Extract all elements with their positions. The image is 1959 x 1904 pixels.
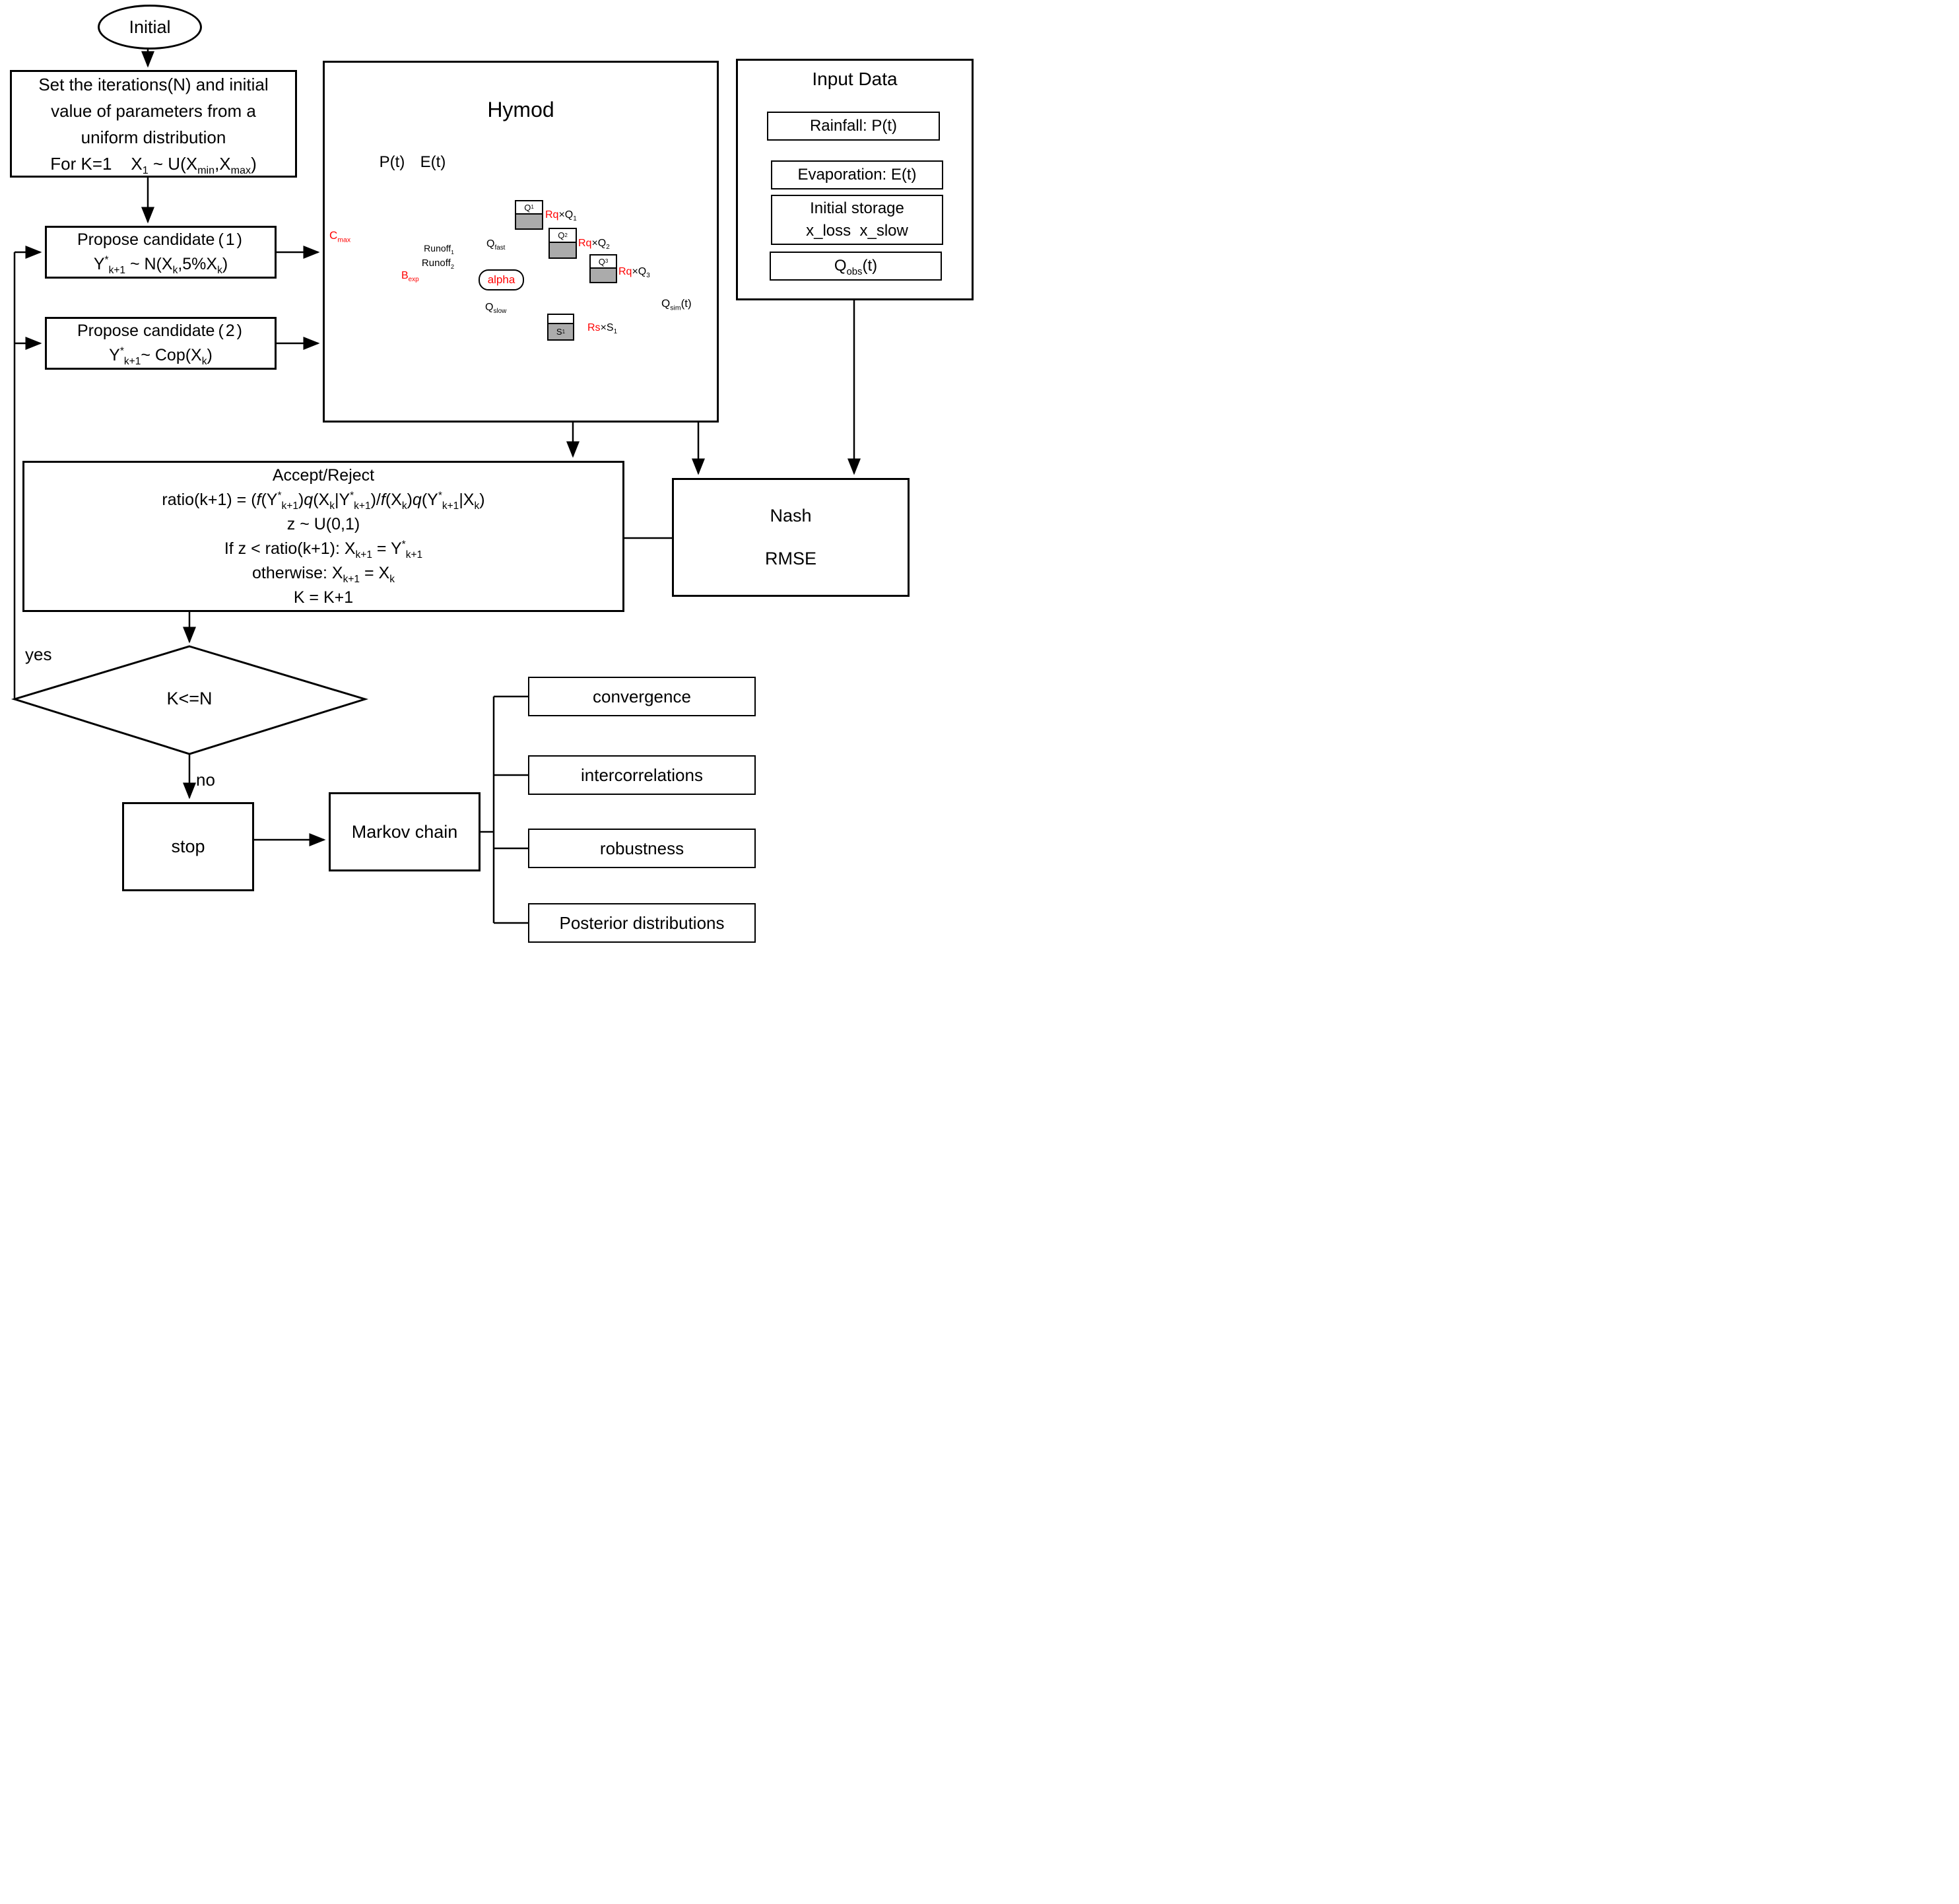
flow-label-s1: Rs×S1 <box>587 322 618 336</box>
stop-label: stop <box>171 836 205 856</box>
propose2-title: Propose candidate(2) <box>77 322 245 340</box>
input-rainfall-box: Rainfall: P(t) <box>767 112 940 141</box>
input-initial-storage-box: Initial storage x_loss x_slow <box>771 195 943 245</box>
output-convergence-box: convergence <box>528 677 756 716</box>
input-rainfall-label: Rainfall: P(t) <box>809 117 898 135</box>
hymod-runoff2-label: Runoff2 <box>421 257 454 270</box>
nash-rmse-box: Nash RMSE <box>672 478 910 597</box>
flow-q3-factor: Rq <box>618 266 632 277</box>
flow-label-q2: Rq×Q2 <box>578 238 610 252</box>
propose1-formula: Y*k+1 ~ N(Xk,5%Xk) <box>93 254 228 276</box>
flowchart-canvas: Initial Set the iterations(N) and initia… <box>0 0 979 952</box>
hymod-qfast-label: Qfast <box>485 238 507 252</box>
propose-candidate-2-box: Propose candidate(2) Y*k+1~ Cop(Xk) <box>45 317 277 370</box>
rmse-label: RMSE <box>764 549 816 568</box>
q3-fill <box>591 267 616 282</box>
hymod-qslow-label: Qslow <box>484 302 508 316</box>
markov-chain-box: Markov chain <box>329 792 481 871</box>
set-line-3: uniform distribution <box>81 127 226 147</box>
decision-label: K<=N <box>166 689 213 708</box>
accept-line-2: z ~ U(0,1) <box>286 514 360 533</box>
flow-label-q1: Rq×Q1 <box>545 209 577 223</box>
input-qobs-box: Qobs(t) <box>770 252 942 281</box>
yes-label: yes <box>25 644 52 664</box>
input-evaporation-label: Evaporation: E(t) <box>797 166 917 184</box>
flow-q2-factor: Rq <box>578 238 592 249</box>
output-intercorrelations-label: intercorrelations <box>581 765 703 785</box>
set-line-2: value of parameters from a <box>51 100 256 121</box>
hymod-bexp-label: Bexp <box>401 270 419 284</box>
accept-line-4: otherwise: Xk+1 = Xk <box>252 563 395 585</box>
output-robustness-box: robustness <box>528 829 756 868</box>
accept-line-1: ratio(k+1) = (f(Y*k+1)q(Xk|Y*k+1)/f(Xk)q… <box>162 490 485 512</box>
hymod-cmax-label: Cmax <box>329 229 351 244</box>
output-robustness-label: robustness <box>599 838 684 858</box>
flow-s1-factor: Rs <box>587 322 601 333</box>
set-iterations-box: Set the iterations(N) and initial value … <box>10 70 297 178</box>
s1-top <box>548 315 573 323</box>
decision-diamond <box>11 645 369 755</box>
flow-q2-rest: ×Q2 <box>591 238 610 252</box>
nash-label: Nash <box>770 506 812 526</box>
hymod-e-label: E(t) <box>420 153 446 171</box>
propose-candidate-1-box: Propose candidate(1) Y*k+1 ~ N(Xk,5%Xk) <box>45 226 277 279</box>
output-convergence-label: convergence <box>593 687 691 706</box>
hymod-p-label: P(t) <box>379 153 405 171</box>
stop-box: stop <box>122 802 254 891</box>
markov-label: Markov chain <box>351 821 458 842</box>
input-data-title: Input Data <box>812 69 898 89</box>
set-line-4: For K=1 X1 ~ U(Xmin,Xmax) <box>50 153 257 176</box>
accept-title: Accept/Reject <box>272 465 375 485</box>
output-intercorrelations-box: intercorrelations <box>528 755 756 795</box>
accept-line-5: K = K+1 <box>293 588 354 607</box>
output-posterior-box: Posterior distributions <box>528 903 756 943</box>
q1-fill <box>516 213 542 228</box>
input-initial-storage-line2: x_loss x_slow <box>806 222 908 240</box>
hymod-title: Hymod <box>487 98 554 121</box>
q2-fill <box>550 242 576 257</box>
set-line-1: Set the iterations(N) and initial <box>38 74 269 94</box>
hymod-panel <box>323 61 719 423</box>
flow-q1-rest: ×Q1 <box>558 209 577 223</box>
alpha-label: alpha <box>487 273 515 286</box>
hymod-runoff1-label: Runoff1 <box>424 243 454 255</box>
hymod-qsim-label: Qsim(t) <box>661 297 692 312</box>
accept-line-3: If z < ratio(k+1): Xk+1 = Y*k+1 <box>224 539 423 561</box>
flow-q1-factor: Rq <box>545 209 559 221</box>
accept-reject-box: Accept/Reject ratio(k+1) = (f(Y*k+1)q(Xk… <box>22 461 624 612</box>
hymod-alpha-node: alpha <box>479 269 524 290</box>
input-qobs-label: Qobs(t) <box>834 257 878 277</box>
propose1-title: Propose candidate(1) <box>77 230 245 249</box>
no-label: no <box>196 770 215 790</box>
start-label: Initial <box>129 17 171 37</box>
flow-label-q3: Rq×Q3 <box>618 266 650 280</box>
start-node: Initial <box>98 5 202 50</box>
input-initial-storage-line1: Initial storage <box>810 199 904 217</box>
input-evaporation-box: Evaporation: E(t) <box>771 160 943 189</box>
output-posterior-label: Posterior distributions <box>559 913 725 933</box>
flow-s1-rest: ×S1 <box>600 322 618 336</box>
propose2-formula: Y*k+1~ Cop(Xk) <box>109 345 213 367</box>
flow-q3-rest: ×Q3 <box>632 266 650 280</box>
